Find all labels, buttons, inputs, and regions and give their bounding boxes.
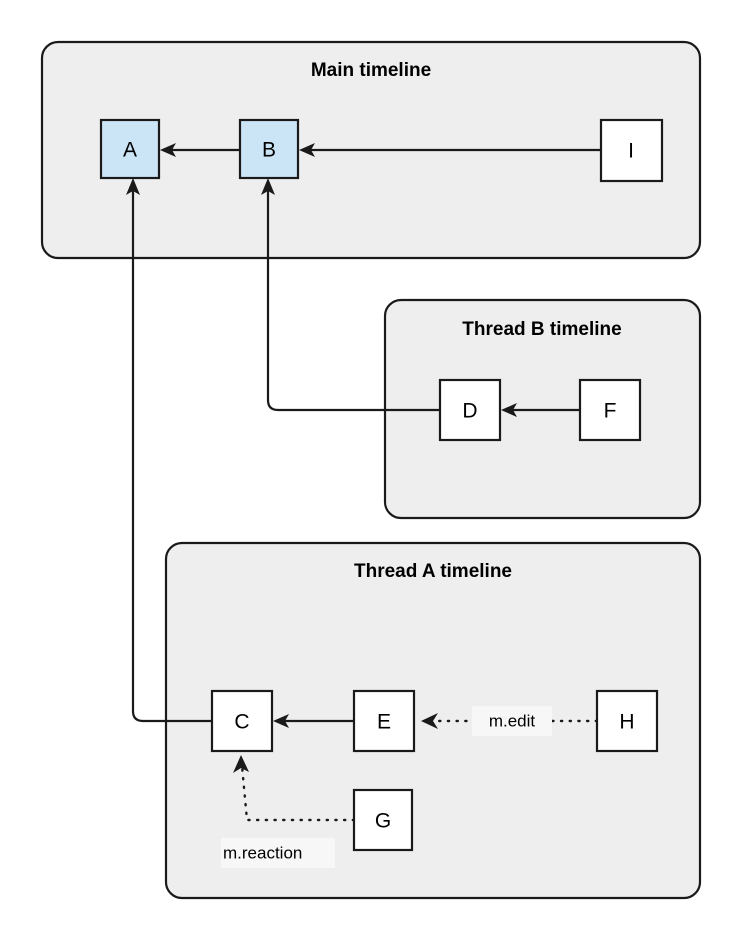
edges-dotted <box>233 713 599 822</box>
node-a-label: A <box>123 139 137 162</box>
node-i-label: I <box>628 140 634 163</box>
arrow-head-c-to-a <box>126 178 140 195</box>
node-d[interactable]: D <box>438 378 502 442</box>
arrow-head-g-to-c <box>233 755 249 773</box>
group-title-thread-b-timeline: Thread B timeline <box>462 319 621 340</box>
node-i-box[interactable] <box>599 118 664 183</box>
node-d-box[interactable] <box>438 378 502 442</box>
group-title-main-timeline: Main timeline <box>311 60 431 81</box>
node-e-label: E <box>377 711 391 734</box>
edges-solid <box>126 143 601 728</box>
node-g-label: G <box>375 810 391 833</box>
node-g-box[interactable] <box>352 788 414 852</box>
edge-label-bg-m-reaction <box>221 838 335 868</box>
node-b[interactable]: B <box>238 118 300 180</box>
node-c-box[interactable] <box>210 689 274 753</box>
edge-c-to-a <box>131 191 212 723</box>
arrow-head-e-to-c <box>273 714 289 728</box>
node-h-label: H <box>619 711 634 734</box>
node-i[interactable]: I <box>599 118 664 183</box>
arrow-head-b-to-a <box>160 143 176 157</box>
node-d-label: D <box>462 400 477 423</box>
node-c[interactable]: C <box>210 689 274 753</box>
edge-d-to-b <box>266 191 440 412</box>
node-a-box[interactable] <box>99 118 161 180</box>
node-b-label: B <box>262 139 276 162</box>
node-f-label: F <box>604 400 617 423</box>
node-f-box[interactable] <box>578 378 642 442</box>
node-e[interactable]: E <box>352 689 416 753</box>
node-f[interactable]: F <box>578 378 642 442</box>
edge-labels: m.edit m.reaction <box>221 706 552 868</box>
nodes: A B I D F C <box>99 118 664 852</box>
group-panels: Main timeline Thread B timeline Thread A… <box>40 40 702 900</box>
edge-label-m-reaction: m.reaction <box>223 843 302 862</box>
node-a[interactable]: A <box>99 118 161 180</box>
node-h[interactable]: H <box>595 689 659 753</box>
node-b-box[interactable] <box>238 118 300 180</box>
edge-label-m-edit: m.edit <box>489 711 536 730</box>
node-e-box[interactable] <box>352 689 416 753</box>
edge-label-bg-m-edit <box>472 706 552 736</box>
node-g[interactable]: G <box>352 788 414 852</box>
arrow-head-f-to-d <box>501 403 517 417</box>
arrow-head-i-to-b <box>299 143 315 157</box>
node-c-label: C <box>234 711 249 734</box>
arrow-head-d-to-b <box>261 178 275 195</box>
edge-g-to-c-m-reaction <box>240 764 356 822</box>
node-h-box[interactable] <box>595 689 659 753</box>
group-title-thread-a-timeline: Thread A timeline <box>354 561 512 582</box>
arrow-head-h-to-e <box>421 713 438 729</box>
